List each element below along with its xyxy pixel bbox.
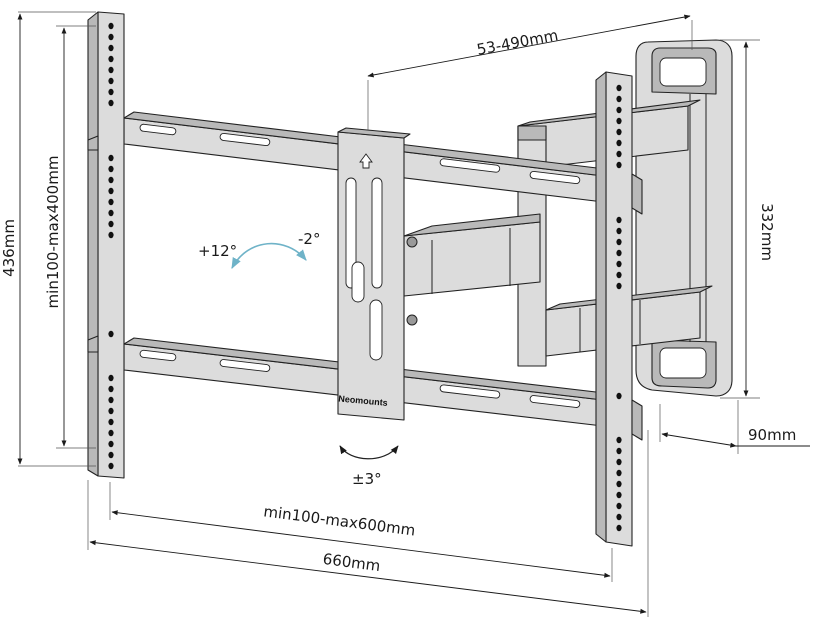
mounting-hole	[616, 139, 622, 147]
tilt-up-label: +12°	[198, 242, 237, 260]
mounting-hole	[108, 154, 114, 162]
tilt-indicator: +12° -2°	[198, 230, 320, 269]
mounting-hole	[616, 436, 622, 444]
mounting-hole	[108, 374, 114, 382]
mounting-hole	[616, 238, 622, 246]
mounting-hole	[108, 55, 114, 63]
vesa-height-label: min100-max400mm	[44, 156, 62, 309]
tilt-arrow-icon	[231, 242, 307, 269]
dimension-vesa-height: min100-max400mm	[44, 25, 96, 449]
mounting-hole	[616, 491, 622, 499]
mounting-hole	[616, 216, 622, 224]
rotation-arrow-icon	[339, 445, 399, 460]
mounting-hole	[108, 440, 114, 448]
mounting-hole	[616, 447, 622, 455]
overall-height-label: 436mm	[0, 219, 18, 277]
mounting-hole	[108, 44, 114, 52]
mounting-hole	[616, 95, 622, 103]
mounting-hole	[616, 524, 622, 532]
mounting-hole	[616, 271, 622, 279]
mounting-hole	[616, 260, 622, 268]
tilt-down-label: -2°	[298, 230, 320, 248]
mounting-hole	[616, 469, 622, 477]
mounting-hole	[108, 77, 114, 85]
mounting-hole	[616, 227, 622, 235]
brand-label: Neomounts	[338, 394, 388, 408]
mounting-hole	[108, 396, 114, 404]
mounting-hole	[108, 187, 114, 195]
mounting-hole	[616, 150, 622, 158]
wall-depth-label: 90mm	[748, 426, 796, 444]
mounting-hole	[616, 128, 622, 136]
mounting-hole	[108, 198, 114, 206]
left-vertical-bracket	[87, 11, 125, 479]
mounting-hole	[108, 99, 114, 107]
dimension-wall-depth: 90mm	[659, 400, 810, 454]
center-tilt-plate: Neomounts	[337, 127, 411, 421]
mounting-hole	[616, 106, 622, 114]
dimension-overall-width: 660mm	[87, 430, 649, 617]
mounting-hole	[616, 282, 622, 290]
mounting-hole	[616, 480, 622, 488]
mounting-hole	[108, 330, 114, 338]
wall-plate-height-label: 332mm	[758, 203, 776, 261]
mounting-hole	[616, 458, 622, 466]
mounting-hole	[616, 392, 622, 400]
mounting-hole	[108, 209, 114, 217]
dimension-overall-height: 436mm	[0, 11, 96, 467]
mounting-hole	[108, 429, 114, 437]
mounting-hole	[108, 231, 114, 239]
mounting-hole	[108, 22, 114, 30]
mounting-hole	[108, 33, 114, 41]
dimension-wall-plate-height: 332mm	[720, 39, 776, 399]
mounting-hole	[616, 502, 622, 510]
mounting-hole	[108, 462, 114, 470]
mounting-hole	[108, 66, 114, 74]
mounting-hole	[108, 176, 114, 184]
mounting-hole	[616, 513, 622, 521]
mounting-hole	[616, 249, 622, 257]
arm-extension-label: 53-490mm	[475, 26, 559, 59]
mounting-hole	[616, 84, 622, 92]
mounting-hole	[108, 165, 114, 173]
overall-width-label: 660mm	[322, 550, 382, 575]
mounting-hole	[108, 451, 114, 459]
mounting-hole	[616, 161, 622, 169]
mounting-hole	[108, 407, 114, 415]
mounting-hole	[108, 88, 114, 96]
rotation-label: ±3°	[352, 470, 382, 488]
rotation-indicator: ±3°	[339, 445, 399, 488]
mounting-hole	[108, 418, 114, 426]
mounting-hole	[108, 220, 114, 228]
right-vertical-bracket	[595, 71, 643, 547]
mounting-hole	[108, 385, 114, 393]
mounting-hole	[616, 117, 622, 125]
